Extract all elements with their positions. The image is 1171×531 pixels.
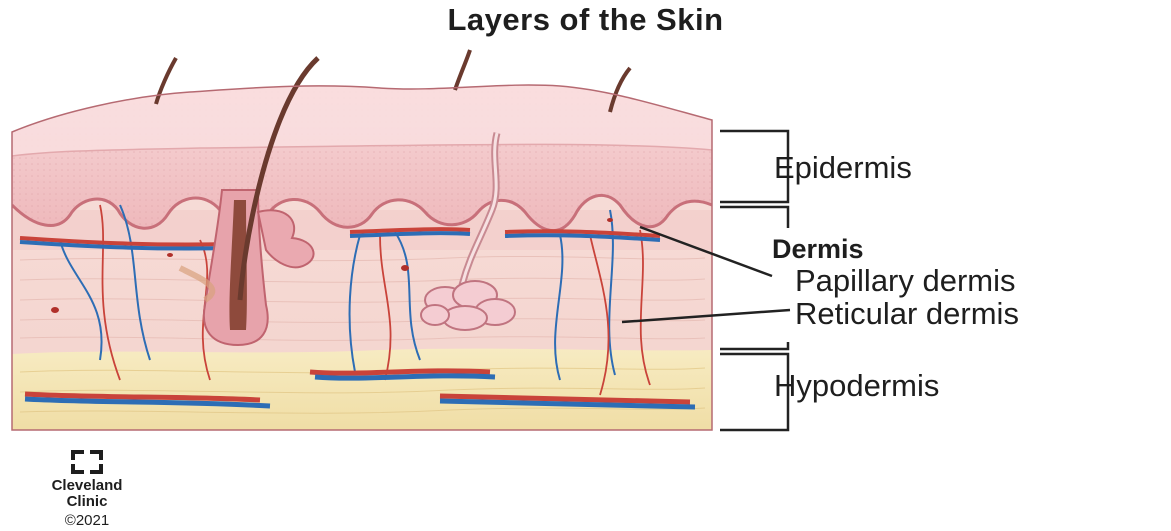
cleveland-clinic-cross-icon (71, 450, 103, 474)
dermis-bracket (720, 207, 788, 349)
reticular-dermis-label: Reticular dermis (795, 298, 1019, 329)
logo-line-2: Clinic (22, 494, 152, 510)
copyright-text: ©2021 (22, 511, 152, 531)
dermis-label: Dermis (772, 236, 864, 263)
cleveland-clinic-logo: Cleveland Clinic ©2021 (22, 450, 152, 531)
papillary-dermis-label: Papillary dermis (795, 265, 1016, 296)
logo-line-1: Cleveland (22, 478, 152, 494)
hypodermis-label: Hypodermis (774, 370, 939, 401)
epidermis-label: Epidermis (774, 152, 912, 183)
